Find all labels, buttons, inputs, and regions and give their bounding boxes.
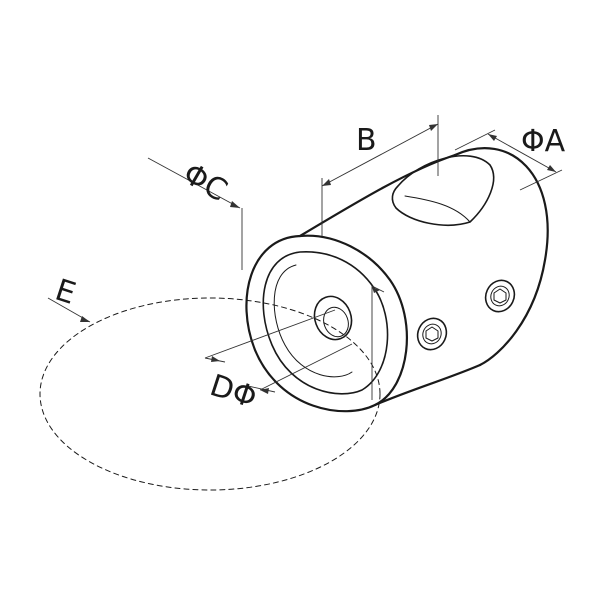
set-screw-upper — [484, 279, 516, 313]
rail-dashed-circle — [39, 297, 381, 491]
dimension-a — [454, 129, 563, 191]
rim-tick — [371, 285, 385, 400]
center-hole — [313, 295, 353, 341]
label-e: E — [51, 273, 80, 312]
dimension-b — [321, 115, 439, 236]
dimension-c — [147, 157, 243, 270]
label-d: DΦ — [206, 368, 261, 416]
label-b: B — [356, 123, 377, 158]
dimension-e — [47, 297, 91, 323]
cylinder-body — [245, 147, 549, 413]
label-a: ΦA — [521, 124, 566, 159]
label-c: ΦC — [177, 156, 233, 209]
top-slot — [391, 155, 495, 226]
set-screw-lower — [416, 317, 448, 351]
dimension-d — [204, 309, 353, 394]
